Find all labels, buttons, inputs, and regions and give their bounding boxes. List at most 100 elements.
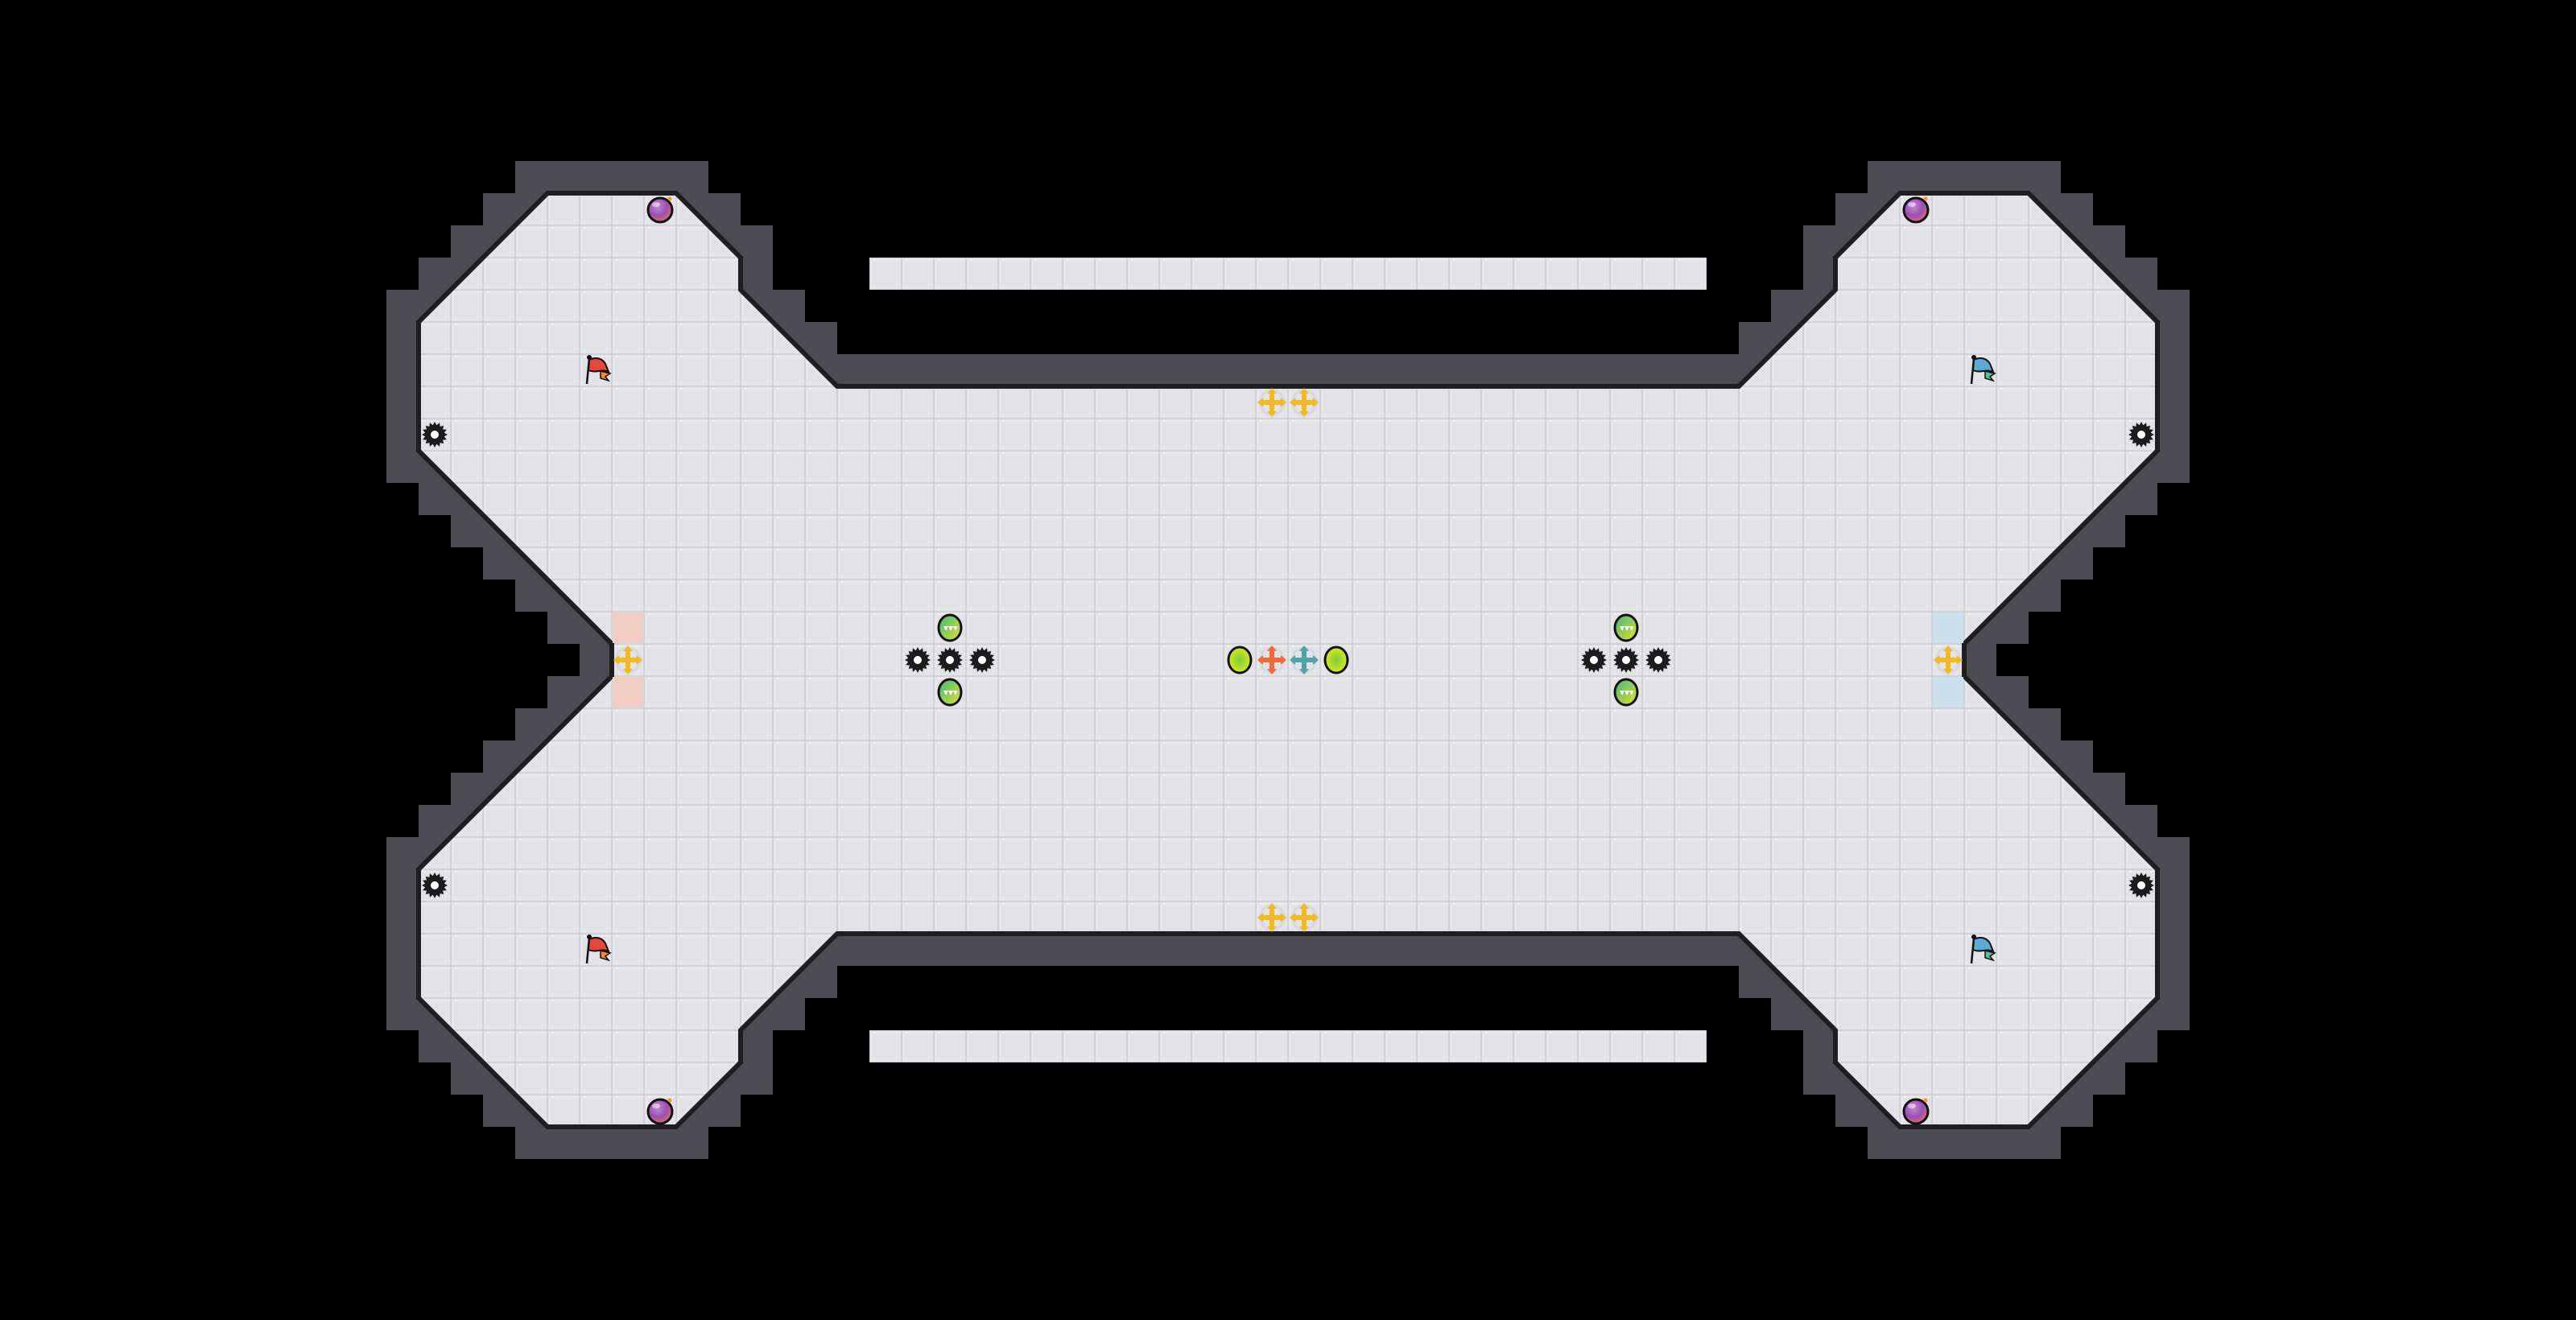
wall-tile	[1964, 1127, 1996, 1159]
wall-tile	[580, 161, 612, 193]
wall-tile	[1224, 354, 1256, 386]
wall-tile	[2029, 580, 2061, 612]
floor-layer	[416, 191, 2160, 1129]
wall-tile	[2157, 419, 2190, 451]
wall-tile	[386, 419, 419, 451]
wall-tile	[1932, 1127, 1964, 1159]
wall-tile	[1835, 193, 1868, 225]
wall-tile	[580, 1127, 612, 1159]
wall-tile	[998, 934, 1030, 966]
wall-tile	[837, 934, 869, 966]
wall-tile	[1288, 934, 1320, 966]
wall-tile	[2157, 354, 2190, 386]
boost-neutral-icon	[1290, 903, 1319, 932]
wall-tile	[451, 515, 483, 547]
endzone-tile-red	[613, 677, 643, 707]
wall-tile	[1771, 998, 1803, 1030]
wall-tile	[1481, 934, 1513, 966]
powerup-icon	[937, 613, 963, 642]
floor-strip	[869, 1030, 1707, 1062]
wall-tile	[2125, 483, 2157, 515]
endzone-tile-blue	[1933, 613, 1963, 643]
spike-icon	[1645, 647, 1671, 673]
wall-tile	[644, 161, 676, 193]
wall-tile	[805, 322, 837, 354]
wall-tile	[386, 322, 419, 354]
wall-tile	[2157, 451, 2190, 483]
wall-tile	[644, 1127, 676, 1159]
wall-tile	[708, 193, 741, 225]
wall-tile	[1159, 354, 1191, 386]
wall-tile	[2125, 258, 2157, 290]
spike-icon	[422, 872, 448, 898]
wall-tile	[1996, 676, 2029, 708]
wall-tile	[1417, 934, 1449, 966]
wall-tile	[2157, 837, 2190, 869]
boost-blue-icon	[1290, 646, 1319, 674]
wall-tile	[2093, 1062, 2125, 1095]
wall-tile	[966, 934, 998, 966]
wall-tile	[1674, 934, 1707, 966]
wall-tile	[483, 740, 515, 773]
wall-tile	[451, 773, 483, 805]
wall-tile	[547, 1127, 580, 1159]
wall-tile	[2157, 322, 2190, 354]
wall-tile	[1964, 161, 1996, 193]
wall-tile	[386, 354, 419, 386]
boost-neutral-icon	[613, 646, 642, 674]
wall-tile	[419, 258, 451, 290]
wall-tile	[1835, 1095, 1868, 1127]
wall-tile	[419, 805, 451, 837]
wall-tile	[547, 676, 580, 708]
neutral-button-icon	[1227, 646, 1253, 674]
wall-tile	[1224, 934, 1256, 966]
spike-icon	[969, 647, 995, 673]
wall-tile	[1578, 354, 1610, 386]
wall-tile	[1127, 934, 1159, 966]
spike-icon	[937, 647, 963, 673]
wall-tile	[451, 1062, 483, 1095]
wall-tile	[1739, 966, 1771, 998]
wall-tile	[741, 225, 773, 258]
wall-tile	[1996, 161, 2029, 193]
wall-tile	[547, 161, 580, 193]
wall-tile	[869, 934, 902, 966]
wall-tile	[708, 1095, 741, 1127]
endzone-tile-blue	[1933, 677, 1963, 707]
wall-tile	[1385, 934, 1417, 966]
floor-strip	[869, 258, 1707, 290]
wall-tile	[1095, 354, 1127, 386]
wall-tile	[2029, 161, 2061, 193]
wall-tile	[2093, 225, 2125, 258]
wall-tile	[515, 580, 547, 612]
wall-tile	[2061, 193, 2093, 225]
wall-tile	[419, 483, 451, 515]
wall-tile	[483, 547, 515, 580]
wall-tile	[1642, 354, 1674, 386]
wall-tile	[1868, 1127, 1900, 1159]
spike-icon	[1613, 647, 1639, 673]
wall-tile	[902, 354, 934, 386]
wall-tile	[547, 612, 580, 644]
wall-tile	[1030, 934, 1063, 966]
wall-tile	[934, 354, 966, 386]
wall-tile	[902, 934, 934, 966]
spike-icon	[422, 422, 448, 448]
neutral-button-icon	[1323, 646, 1349, 674]
wall-tile	[1513, 934, 1546, 966]
wall-tile	[966, 354, 998, 386]
wall-tile	[1996, 1127, 2029, 1159]
wall-tile	[2157, 998, 2190, 1030]
wall-tile	[386, 998, 419, 1030]
wall-tile	[1546, 934, 1578, 966]
boost-neutral-icon	[1257, 388, 1286, 417]
wall-tile	[386, 837, 419, 869]
wall-tile	[1063, 934, 1095, 966]
wall-tile	[2029, 1127, 2061, 1159]
wall-tile	[1674, 354, 1707, 386]
endzone-tile-red	[613, 613, 643, 643]
wall-tile	[386, 451, 419, 483]
wall-tile	[1320, 934, 1352, 966]
wall-tile	[1707, 934, 1739, 966]
